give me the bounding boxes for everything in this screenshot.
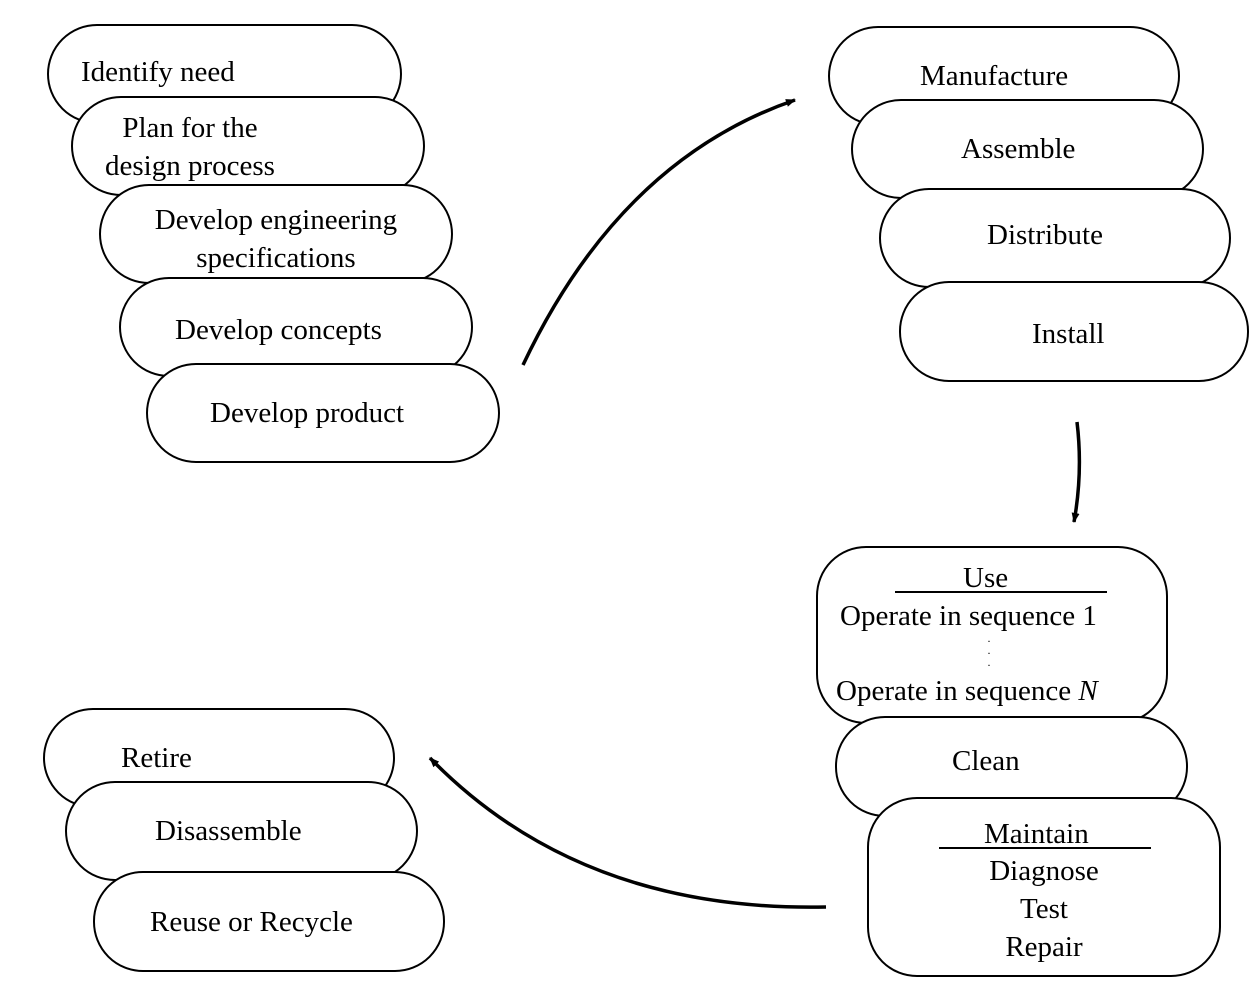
install-box: Install — [899, 281, 1249, 382]
retire-label: Retire — [121, 742, 192, 774]
diagnose-label: Diagnose — [989, 855, 1099, 887]
reuse-recycle-label: Reuse or Recycle — [150, 906, 353, 938]
maintain-underline — [939, 847, 1151, 849]
assemble-label: Assemble — [961, 133, 1076, 165]
install-label: Install — [1032, 318, 1105, 350]
distribute-label: Distribute — [987, 219, 1103, 251]
arrow-install-to-use — [1071, 421, 1082, 523]
plan-design-process-box: Plan for the design process — [71, 96, 425, 196]
maintain-box: Maintain Diagnose Test Repair — [867, 797, 1221, 977]
use-underline — [895, 591, 1107, 593]
repair-label: Repair — [1005, 931, 1083, 963]
operate-first-label: Operate in sequence 1 — [840, 600, 1097, 632]
clean-label: Clean — [952, 745, 1020, 777]
develop-product-label: Develop product — [210, 397, 405, 429]
develop-specifications-label: Develop engineering specifications — [154, 204, 398, 274]
test-label: Test — [1020, 893, 1068, 925]
arrow-use-to-retire — [428, 756, 827, 909]
use-box: Use Operate in sequence 1 ··· Operate in… — [816, 546, 1168, 724]
manufacture-label: Manufacture — [920, 60, 1069, 92]
develop-specifications-box: Develop engineering specifications — [99, 184, 453, 284]
use-heading: Use — [963, 562, 1009, 594]
assemble-box: Assemble — [851, 99, 1204, 199]
continuation-dots: ··· — [987, 634, 991, 672]
develop-product-box: Develop product — [146, 363, 500, 463]
develop-concepts-label: Develop concepts — [175, 314, 382, 346]
develop-concepts-box: Develop concepts — [119, 277, 473, 377]
plan-design-process-label: Plan for the design process — [105, 112, 275, 182]
disassemble-box: Disassemble — [65, 781, 418, 881]
reuse-recycle-box: Reuse or Recycle — [93, 871, 445, 972]
operate-last-label: Operate in sequence N — [836, 675, 1098, 707]
distribute-box: Distribute — [879, 188, 1231, 288]
maintain-heading: Maintain — [984, 818, 1089, 850]
arrow-design-to-manufacture — [521, 98, 796, 366]
disassemble-label: Disassemble — [155, 815, 302, 847]
identify-need-label: Identify need — [81, 56, 235, 88]
